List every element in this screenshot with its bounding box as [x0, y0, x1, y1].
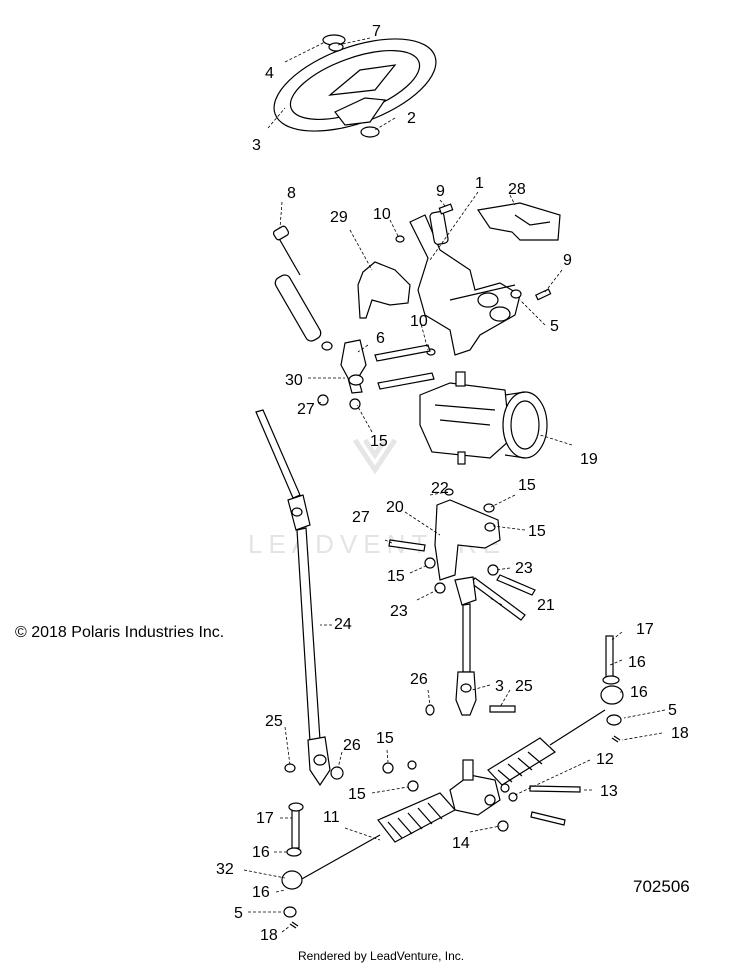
callout-8: 8 — [287, 185, 296, 202]
callout-6: 6 — [376, 330, 385, 347]
fasteners-upper — [317, 203, 552, 410]
callout-23-right: 23 — [515, 560, 533, 577]
callout-21: 21 — [537, 597, 555, 614]
callout-labels: 7 4 2 3 8 9 1 28 10 29 9 5 10 6 30 27 15… — [216, 23, 689, 944]
callout-26: 26 — [410, 671, 428, 688]
callout-5-left: 5 — [234, 905, 243, 922]
callout-25-left: 25 — [265, 713, 283, 730]
callout-24: 24 — [334, 616, 352, 633]
steering-wheel — [273, 34, 437, 138]
callout-10: 10 — [373, 206, 391, 223]
callout-29: 29 — [330, 209, 348, 226]
tie-rod-end-right — [600, 635, 624, 743]
callout-3: 3 — [252, 137, 261, 154]
callout-9: 9 — [436, 183, 445, 200]
callout-32: 32 — [216, 861, 234, 878]
cover-28 — [476, 202, 561, 241]
callout-7: 7 — [372, 23, 381, 40]
callout-3-lower: 3 — [495, 678, 504, 695]
callout-30: 30 — [285, 372, 303, 389]
callout-17-left: 17 — [256, 810, 274, 827]
callout-27-mid: 27 — [352, 509, 370, 526]
footer-text: Rendered by LeadVenture, Inc. — [298, 949, 464, 963]
callout-1: 1 — [475, 175, 484, 192]
copyright-text: © 2018 Polaris Industries Inc. — [15, 624, 224, 641]
callout-5: 5 — [550, 318, 559, 335]
callout-16-right: 16 — [630, 684, 648, 701]
steering-shaft-24 — [255, 409, 344, 787]
callout-22: 22 — [431, 480, 449, 497]
cover-29 — [357, 261, 411, 319]
mount-bracket-20 — [388, 488, 536, 621]
callout-5-right: 5 — [668, 702, 677, 719]
callout-28: 28 — [508, 181, 526, 198]
callout-9-right: 9 — [563, 252, 572, 269]
callout-27: 27 — [297, 401, 315, 418]
callout-18-right: 18 — [671, 725, 689, 742]
callout-15-rack-top: 15 — [376, 730, 394, 747]
callout-26-left: 26 — [343, 737, 361, 754]
tie-rod-end-left — [281, 802, 304, 929]
callout-15-top-right: 15 — [518, 477, 536, 494]
callout-11: 11 — [323, 809, 340, 826]
leader-lines — [243, 37, 666, 933]
callout-16-left: 16 — [252, 884, 270, 901]
callout-19: 19 — [580, 451, 598, 468]
callout-23-left: 23 — [390, 603, 408, 620]
steering-rack — [299, 709, 606, 881]
callout-16-right-top: 16 — [628, 654, 646, 671]
callout-25: 25 — [515, 678, 533, 695]
callout-18-left: 18 — [260, 927, 278, 944]
callout-10-lower: 10 — [410, 313, 428, 330]
callout-12: 12 — [596, 751, 614, 768]
callout-20: 20 — [386, 499, 404, 516]
callout-13: 13 — [600, 783, 618, 800]
callout-2: 2 — [407, 110, 416, 127]
power-steering-unit — [419, 371, 548, 465]
callout-17-right: 17 — [636, 621, 654, 638]
callout-14: 14 — [452, 835, 470, 852]
callout-15: 15 — [370, 433, 388, 450]
u-joint-30 — [340, 339, 367, 394]
callout-15-mid-right: 15 — [528, 523, 546, 540]
callout-15-rack-mid: 15 — [348, 786, 366, 803]
tilt-bracket — [409, 211, 521, 356]
callout-16-left-top: 16 — [252, 844, 270, 861]
callout-4: 4 — [265, 65, 274, 82]
diagram-id: 702506 — [633, 877, 690, 896]
intermediate-shaft — [425, 576, 516, 716]
gas-strut — [272, 225, 333, 351]
callout-15-mid-left: 15 — [387, 568, 405, 585]
